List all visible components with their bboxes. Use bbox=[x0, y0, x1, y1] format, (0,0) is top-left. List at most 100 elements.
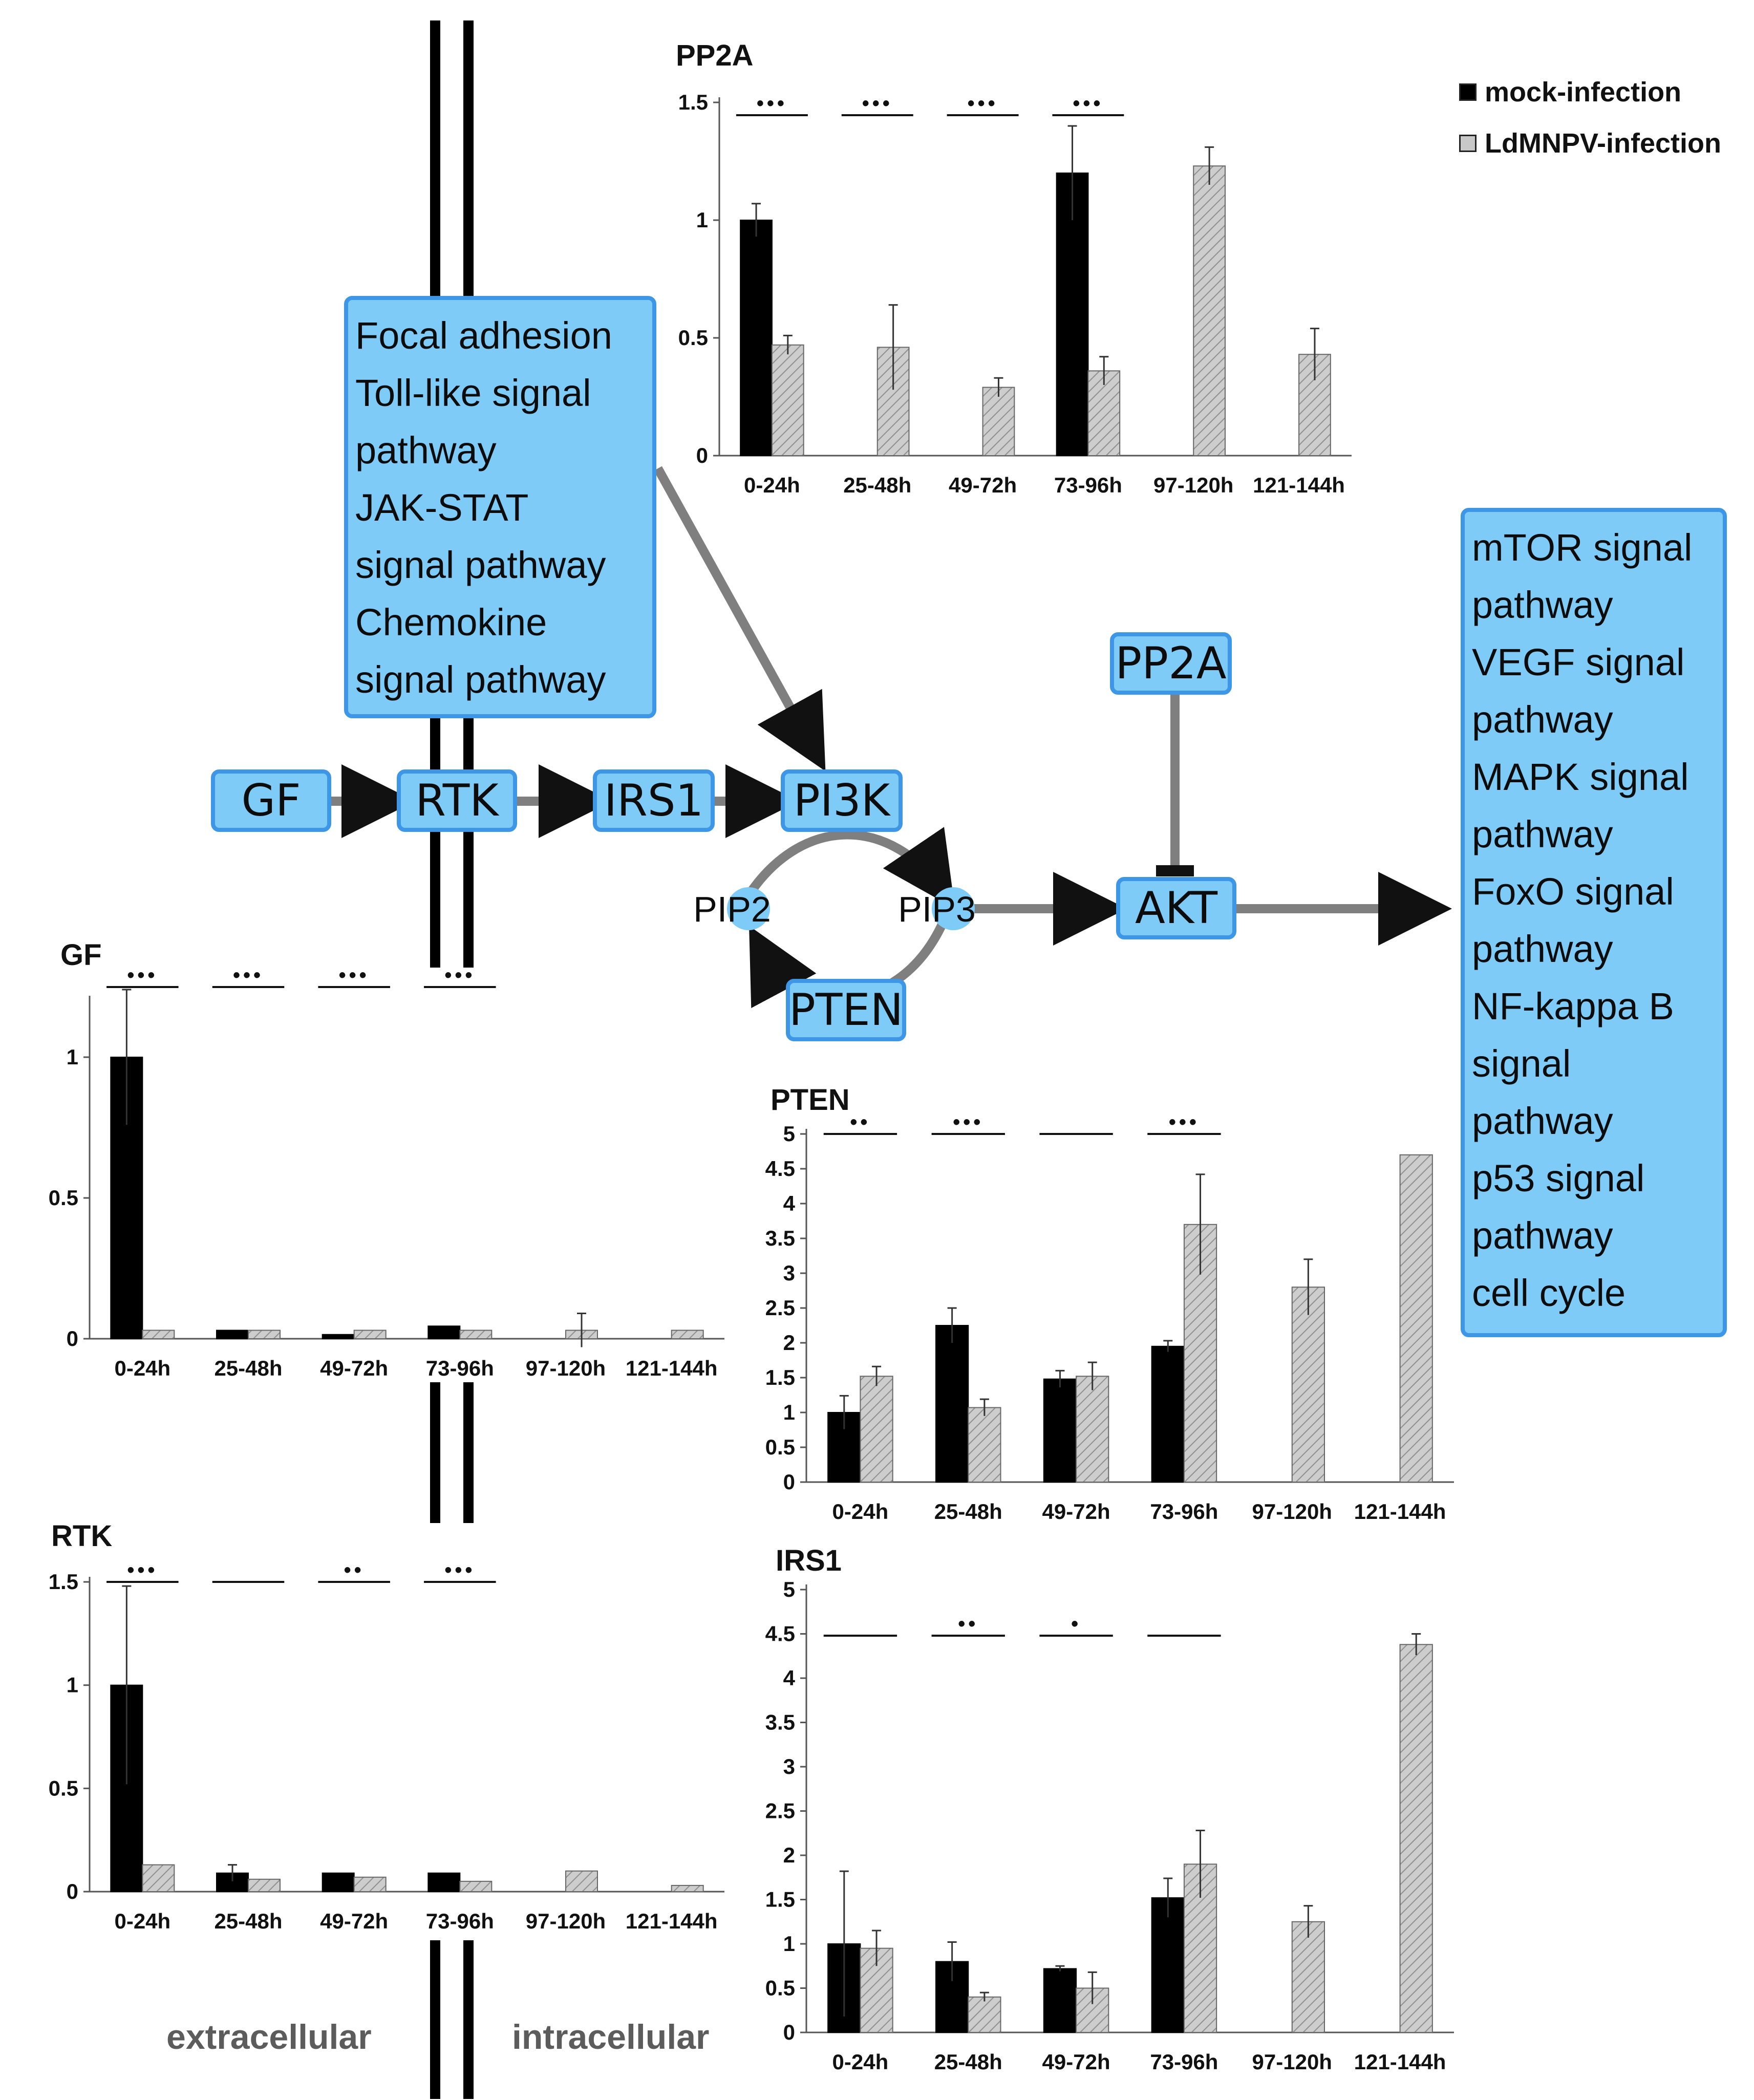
x-tick-label: 97-120h bbox=[1252, 2050, 1332, 2074]
x-tick-label: 0-24h bbox=[744, 473, 800, 497]
right_box-line: NF-kappa B bbox=[1472, 985, 1674, 1027]
x-tick-label: 0-24h bbox=[114, 1909, 170, 1933]
bar-ldmnpv-infection bbox=[353, 1876, 387, 1892]
right_box-line: p53 signal bbox=[1472, 1157, 1645, 1199]
left_box-line: Focal adhesion bbox=[355, 314, 612, 357]
significance-label: ••• bbox=[757, 92, 787, 115]
arrow-pip2-pip3 bbox=[741, 827, 955, 909]
x-tick-label: 97-120h bbox=[526, 1909, 606, 1933]
significance-label: ••• bbox=[1169, 1111, 1200, 1133]
bar-ldmnpv-infection bbox=[1399, 1644, 1433, 2033]
chart-title: PP2A bbox=[676, 39, 754, 72]
bar-ldmnpv-infection bbox=[1291, 1287, 1325, 1483]
y-tick-label: 0 bbox=[696, 443, 708, 467]
bar-ldmnpv-infection bbox=[671, 1330, 704, 1339]
right_box-line: pathway bbox=[1472, 1214, 1613, 1257]
chart-title: GF bbox=[60, 938, 102, 972]
significance-label: •• bbox=[344, 1559, 365, 1581]
left_box-line: Toll-like signal bbox=[355, 372, 591, 414]
legend-label-ldmnpv: LdMNPV-infection bbox=[1485, 128, 1721, 159]
arrow-box-pi3k bbox=[654, 466, 826, 772]
y-tick-label: 3.5 bbox=[765, 1710, 795, 1734]
y-tick-label: 1 bbox=[696, 208, 708, 232]
chart-title: PTEN bbox=[771, 1083, 850, 1117]
bar-ldmnpv-infection bbox=[982, 387, 1015, 456]
bar-ldmnpv-infection bbox=[1076, 1376, 1109, 1483]
node-pp2a: PP2A bbox=[1110, 632, 1232, 695]
y-tick-label: 4.5 bbox=[765, 1622, 795, 1646]
chart-title: RTK bbox=[51, 1519, 112, 1553]
x-tick-label: 25-48h bbox=[934, 2050, 1002, 2074]
significance-label: ••• bbox=[968, 92, 998, 115]
legend: mock-infection LdMNPV-infection bbox=[1459, 67, 1721, 169]
inhibition-bar bbox=[1156, 865, 1194, 876]
bar-mock-infection bbox=[1151, 1897, 1185, 2033]
bar-ldmnpv-infection bbox=[1076, 1987, 1109, 2033]
y-tick-label: 3 bbox=[783, 1261, 795, 1285]
extracellular-label: extracellular bbox=[166, 2018, 372, 2056]
y-tick-label: 2 bbox=[783, 1331, 795, 1355]
x-tick-label: 25-48h bbox=[934, 1499, 1002, 1524]
bar-ldmnpv-infection bbox=[860, 1376, 893, 1483]
bar-mock-infection bbox=[1043, 1968, 1077, 2033]
right_box-line: pathway bbox=[1472, 698, 1613, 741]
bar-mock-infection bbox=[427, 1325, 461, 1339]
x-tick-label: 73-96h bbox=[1150, 1499, 1218, 1524]
bar-mock-infection bbox=[322, 1334, 355, 1339]
bar-ldmnpv-infection bbox=[142, 1330, 175, 1339]
x-tick-label: 97-120h bbox=[1252, 1499, 1332, 1524]
bar-mock-infection bbox=[1151, 1345, 1185, 1483]
bar-mock-infection bbox=[1043, 1378, 1077, 1483]
x-tick-label: 25-48h bbox=[214, 1909, 282, 1933]
y-tick-label: 0 bbox=[67, 1326, 78, 1351]
y-tick-label: 5 bbox=[783, 1122, 795, 1146]
right_box-line: pathway bbox=[1472, 584, 1613, 626]
right_box-line: VEGF signal bbox=[1472, 641, 1685, 683]
bar-mock-infection bbox=[740, 220, 773, 456]
y-tick-label: 4 bbox=[783, 1666, 796, 1690]
x-tick-label: 73-96h bbox=[426, 1356, 494, 1380]
y-tick-label: 3 bbox=[783, 1754, 795, 1778]
legend-item-mock: mock-infection bbox=[1459, 67, 1721, 118]
y-tick-label: 1.5 bbox=[678, 90, 708, 114]
x-tick-label: 25-48h bbox=[214, 1356, 282, 1380]
pip2-label: PIP2 bbox=[693, 889, 771, 929]
node-pten: PTEN bbox=[786, 979, 906, 1041]
x-tick-label: 73-96h bbox=[1054, 473, 1122, 497]
x-tick-label: 121-144h bbox=[1253, 473, 1345, 497]
left_box-line: signal pathway bbox=[355, 658, 606, 701]
bar-ldmnpv-infection bbox=[1291, 1921, 1325, 2033]
significance-label: ••• bbox=[1073, 92, 1103, 115]
left_box-line: pathway bbox=[355, 429, 497, 472]
pathway-connectors bbox=[330, 466, 1452, 1009]
x-tick-label: 49-72h bbox=[320, 1356, 388, 1380]
right_box-line: signal bbox=[1472, 1042, 1571, 1085]
right_box-line: FoxO signal bbox=[1472, 870, 1674, 913]
y-tick-label: 2.5 bbox=[765, 1799, 795, 1823]
x-tick-label: 0-24h bbox=[832, 1499, 889, 1524]
pip3-circle bbox=[932, 887, 975, 930]
left_box-line: signal pathway bbox=[355, 544, 606, 586]
bar-mock-infection bbox=[935, 1325, 969, 1483]
y-tick-label: 4 bbox=[783, 1191, 796, 1215]
right_box-line: mTOR signal bbox=[1472, 526, 1693, 569]
node-rtk: RTK bbox=[397, 769, 517, 832]
y-tick-label: 1.5 bbox=[49, 1570, 78, 1594]
x-tick-label: 121-144h bbox=[626, 1356, 718, 1380]
significance-label: ••• bbox=[233, 964, 264, 987]
significance-label: •• bbox=[850, 1111, 870, 1133]
right_box-line: pathway bbox=[1472, 813, 1613, 855]
bar-ldmnpv-infection bbox=[565, 1870, 598, 1893]
significance-label: ••• bbox=[862, 92, 893, 115]
x-tick-label: 121-144h bbox=[1354, 2050, 1446, 2074]
left_box-line: Chemokine bbox=[355, 601, 547, 644]
bar-ldmnpv-infection bbox=[248, 1330, 281, 1339]
chart-title: IRS1 bbox=[776, 1544, 842, 1577]
bar-ldmnpv-infection bbox=[142, 1864, 175, 1892]
